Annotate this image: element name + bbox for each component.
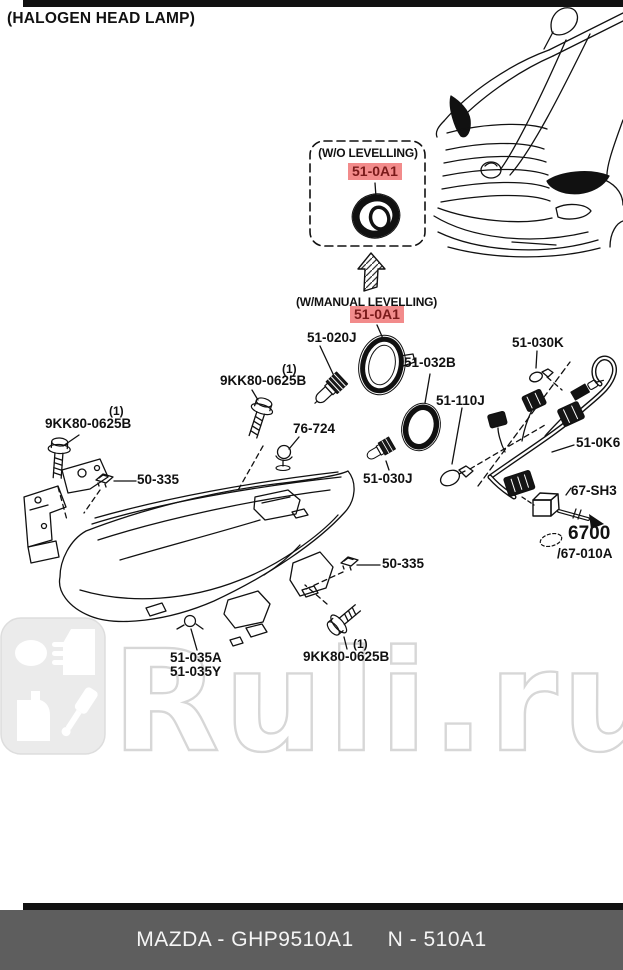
part-label-51-035a: 51-035A — [170, 650, 222, 665]
car-emblem — [480, 161, 502, 179]
socket-6700-outline — [539, 532, 563, 548]
dash-clip-b — [305, 571, 344, 590]
dash-bolt-bottom — [304, 584, 328, 605]
watermark-text: Ruli.ru — [112, 621, 623, 784]
part-label-51-0a1-wo[interactable]: 51-0A1 — [348, 163, 402, 180]
caption-wo-levelling: (W/O LEVELLING) — [318, 146, 418, 160]
page-title: (HALOGEN HEAD LAMP) — [7, 10, 196, 27]
leader-bolt-left — [62, 434, 80, 447]
watermark-logo-icon — [0, 617, 106, 755]
part-label-50-335-a: 50-335 — [137, 472, 180, 487]
footer-rule — [23, 903, 623, 910]
leader-51-035 — [190, 628, 198, 651]
footer-brand-code: MAZDA - GHP9510A1 — [136, 928, 354, 951]
footer-bar: MAZDA - GHP9510A1 N - 510A1 — [0, 910, 623, 970]
ring-51-032b — [401, 373, 441, 452]
part-label-51-030j: 51-030J — [363, 471, 413, 486]
car-front-sketch — [433, 7, 623, 258]
leader-67-sh3 — [565, 487, 572, 496]
top-rule — [23, 0, 623, 7]
qty-bolt-center: (1) — [282, 362, 297, 376]
leader-51-030k — [535, 350, 538, 369]
harness-51-0k6 — [477, 355, 618, 500]
bolt-bottom — [326, 604, 362, 636]
ball-stud-76-724 — [275, 436, 300, 472]
part-label-76-724: 76-724 — [293, 421, 336, 436]
part-label-51-0a1-manual[interactable]: 51-0A1 — [350, 306, 404, 323]
pin-arrowhead — [589, 514, 604, 529]
part-label-51-110j: 51-110J — [436, 393, 485, 408]
bulb-51-110j — [439, 407, 546, 487]
interchange-arrow — [357, 252, 386, 292]
socket-51-030k — [529, 350, 563, 391]
tab-51-035 — [183, 614, 197, 628]
part-label-9kk80-left: 9KK80-0625B — [45, 416, 132, 431]
leader-51-032b — [424, 373, 431, 404]
part-label-50-335-b: 50-335 — [382, 556, 425, 571]
part-label-51-020j: 51-020J — [307, 330, 357, 345]
leader-51-0k6 — [551, 444, 575, 453]
part-label-67-010a: /67-010A — [557, 546, 613, 561]
connector-67-sh3 — [521, 487, 604, 548]
part-label-51-030k: 51-030K — [512, 335, 564, 350]
clip-50-335-b — [340, 556, 359, 571]
bulb-51-020j — [314, 345, 349, 404]
dash-clip-a — [83, 489, 101, 514]
headlamp-assembly-sketch — [23, 458, 355, 647]
car-headlight-right — [546, 171, 610, 195]
qty-bolt-bottom: (1) — [353, 637, 368, 651]
watermark-headlight-icon — [15, 640, 47, 666]
leader-bolt-bottom — [343, 636, 348, 650]
watermark-door-icon — [63, 629, 95, 675]
part-label-9kk80-bottom: 9KK80-0625B — [303, 649, 390, 664]
leader-51-030j — [385, 460, 390, 471]
bulb-51-030j — [366, 436, 396, 471]
leader-51-110j — [451, 407, 463, 465]
leader-76-724 — [288, 436, 300, 450]
bolt-center — [248, 397, 274, 439]
part-label-51-0k6: 51-0K6 — [576, 435, 621, 450]
leader-bolt-center — [251, 389, 259, 401]
part-label-51-032b: 51-032B — [404, 355, 456, 370]
dash-110j-to-harness — [469, 424, 546, 470]
watermark-shock-icon — [61, 687, 98, 737]
part-label-67-sh3: 67-SH3 — [571, 483, 617, 498]
car-mirror — [550, 7, 579, 36]
leader-51-020j — [319, 345, 335, 377]
part-label-51-035y: 51-035Y — [170, 664, 222, 679]
dash-diagonal — [477, 361, 571, 487]
dash-bolt-left — [57, 486, 68, 521]
part-label-6700: 6700 — [568, 523, 611, 544]
dash-bolt-center — [236, 445, 264, 493]
qty-bolt-left: (1) — [109, 404, 124, 418]
seal-ring-wo — [351, 193, 401, 239]
car-foglamp — [555, 203, 592, 220]
seal-ring-manual — [358, 324, 416, 396]
car-headlight-left — [449, 95, 471, 138]
part-label-9kk80-center: 9KK80-0625B — [220, 373, 307, 388]
watermark-oil-jug-icon — [17, 691, 50, 741]
footer-ref-code: N - 510A1 — [387, 928, 487, 951]
wo-levelling-box — [309, 140, 426, 247]
caption-manual-levelling: (W/MANUAL LEVELLING) — [296, 295, 438, 309]
